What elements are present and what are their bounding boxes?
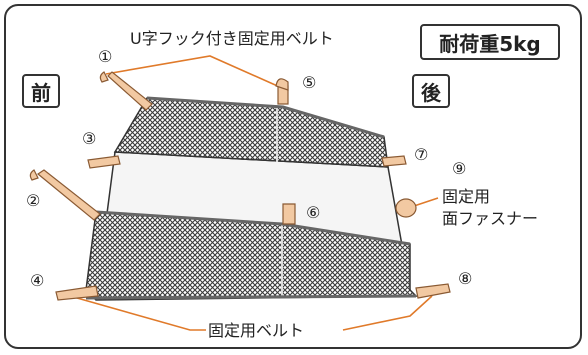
velcro-tab	[395, 198, 417, 218]
diagram-frame	[4, 4, 582, 349]
velcro-label-line2: 面ファスナー	[442, 209, 539, 228]
hook-2	[29, 169, 39, 181]
part-number-6: ⑥	[306, 203, 321, 222]
front-label: 前	[22, 74, 60, 108]
belt-6	[282, 203, 296, 225]
belts	[29, 71, 451, 301]
part-number-8: ⑧	[458, 269, 473, 288]
fixing-belt-leader-left	[69, 295, 206, 331]
part-number-7: ⑦	[414, 145, 429, 164]
fixing-belt-leader-right	[342, 295, 433, 331]
u-hook-leader-line	[105, 55, 283, 89]
belt-2	[36, 169, 101, 221]
part-number-9: ⑨	[452, 159, 467, 178]
belt-4	[55, 285, 99, 301]
belt-8	[415, 283, 451, 299]
belt-3	[87, 155, 121, 169]
part-number-5: ⑤	[302, 73, 317, 92]
load-capacity-label: 耐荷重5kg	[420, 24, 560, 60]
rear-label: 後	[412, 74, 450, 108]
velcro-label-line1: 固定用	[442, 187, 491, 206]
bag-body	[85, 96, 418, 301]
part-number-3: ③	[82, 129, 97, 148]
hook-5	[275, 78, 289, 91]
part-number-1: ①	[98, 47, 113, 66]
hook-1	[99, 71, 109, 83]
part-number-4: ④	[30, 271, 45, 290]
belt-7	[381, 155, 407, 167]
fixing-belt-label: 固定用ベルト	[208, 321, 305, 340]
belt-1	[107, 71, 153, 111]
u-hook-belt-label: U字フック付き固定用ベルト	[130, 29, 334, 48]
part-number-2: ②	[26, 191, 41, 210]
